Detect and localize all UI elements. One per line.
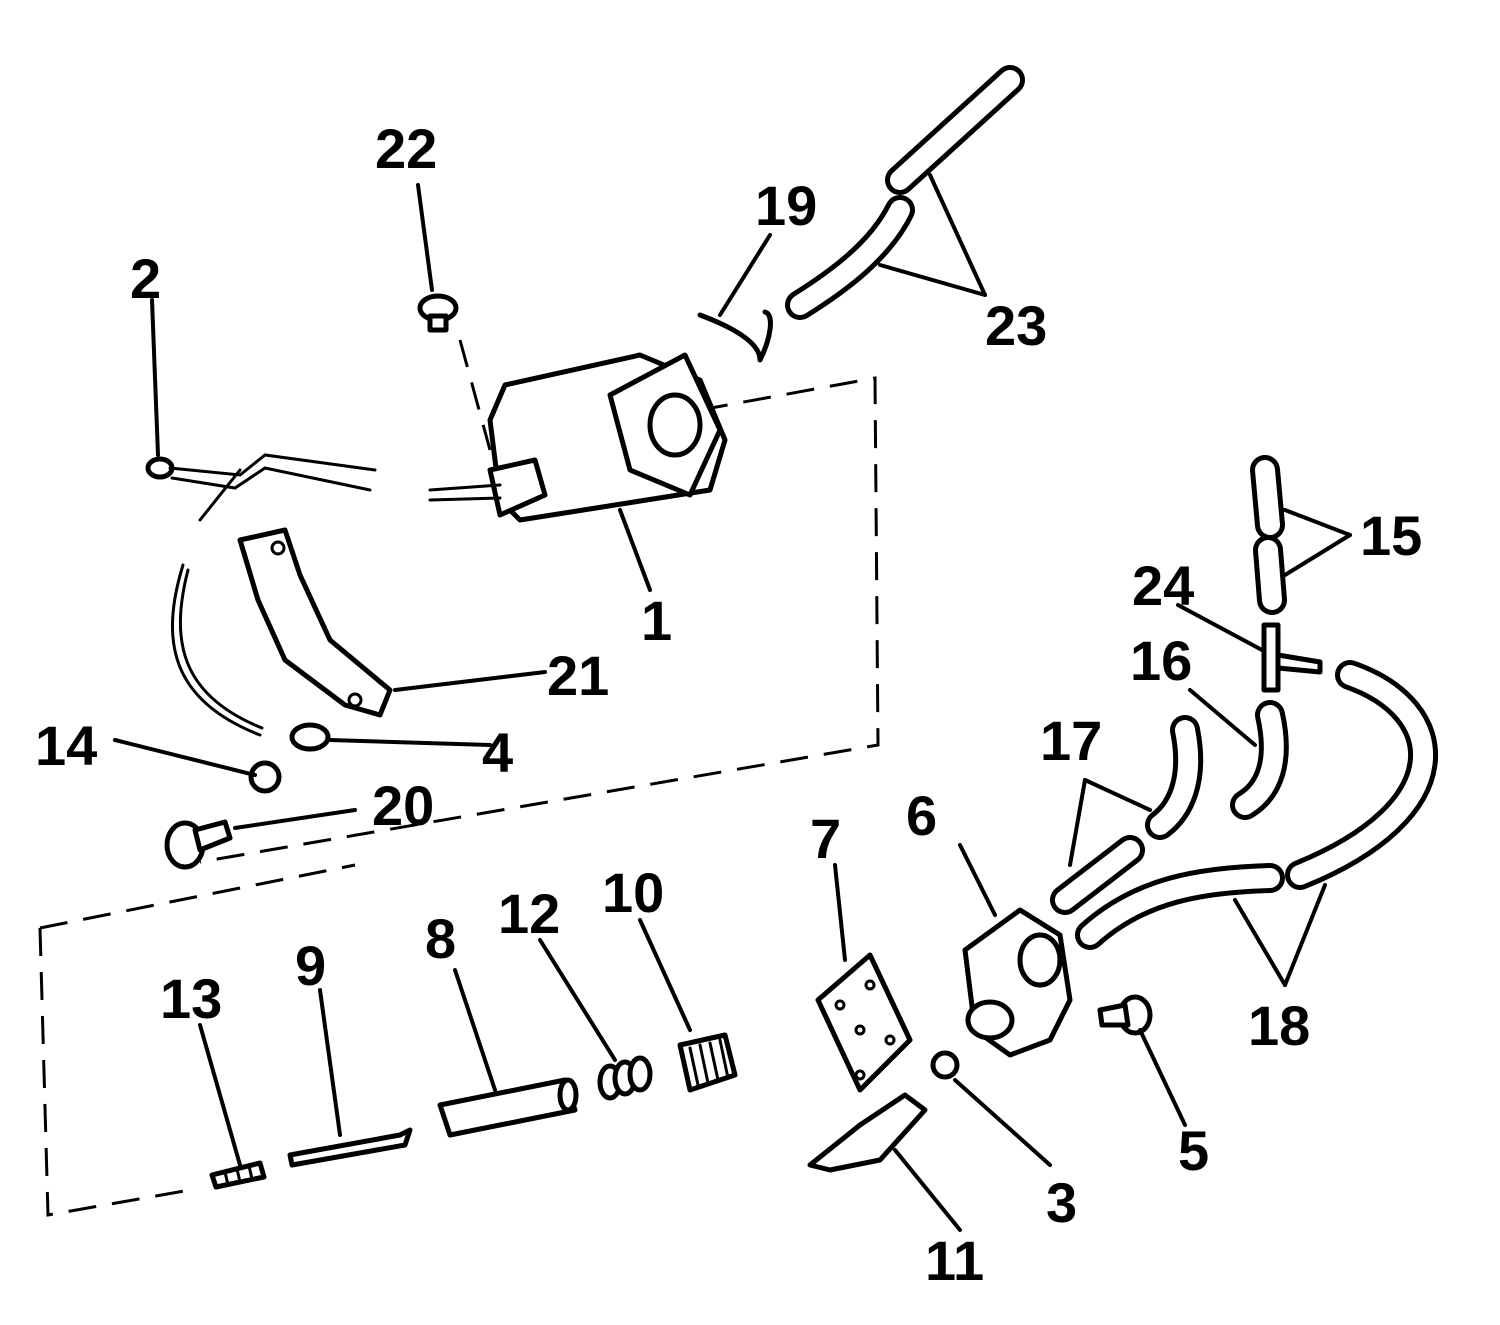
callout-16: 16 bbox=[1130, 629, 1192, 692]
leader-lines bbox=[113, 173, 1352, 1232]
wire-lead-part bbox=[145, 453, 377, 522]
upper-hoses-part bbox=[785, 65, 1025, 320]
spring-12-part bbox=[597, 1055, 653, 1101]
callout-5: 5 bbox=[1178, 1119, 1209, 1182]
plate-part bbox=[815, 952, 913, 1093]
solenoid-part bbox=[428, 352, 728, 523]
pin-part bbox=[287, 1127, 413, 1168]
hose-elbow-16-part bbox=[1230, 700, 1289, 820]
screw-20-part bbox=[164, 819, 233, 870]
callout-17: 17 bbox=[1040, 709, 1102, 772]
callout-22: 22 bbox=[375, 117, 437, 180]
ground-wire-part bbox=[171, 563, 331, 752]
long-hose-part bbox=[1285, 660, 1439, 890]
clip-part bbox=[697, 309, 773, 363]
screw-22-part bbox=[417, 293, 459, 333]
screw-5-part bbox=[1097, 994, 1153, 1036]
valve-part bbox=[807, 1092, 928, 1173]
fuel-pump-part bbox=[962, 907, 1073, 1058]
callout-15: 15 bbox=[1360, 504, 1422, 567]
callout-13: 13 bbox=[160, 967, 222, 1030]
plunger-part bbox=[437, 1077, 579, 1138]
bearing-part bbox=[677, 1032, 738, 1093]
hose-pieces-15-part bbox=[1250, 455, 1287, 615]
spring-13-part bbox=[209, 1160, 267, 1190]
callout-9: 9 bbox=[295, 934, 326, 997]
bracket-part bbox=[237, 527, 393, 718]
callout-6: 6 bbox=[906, 784, 937, 847]
washer-part bbox=[930, 1050, 960, 1080]
callout-21: 21 bbox=[547, 644, 609, 707]
callout-12: 12 bbox=[498, 882, 560, 945]
callout-labels: 1 2 3 4 5 6 7 8 9 10 11 12 13 14 15 16 1… bbox=[35, 117, 1422, 1292]
lock-washer-part bbox=[248, 760, 282, 794]
callout-7: 7 bbox=[810, 807, 841, 870]
callout-18: 18 bbox=[1248, 994, 1310, 1057]
callout-3: 3 bbox=[1046, 1171, 1077, 1234]
callout-19: 19 bbox=[755, 174, 817, 237]
callout-10: 10 bbox=[602, 861, 664, 924]
callout-4: 4 bbox=[482, 721, 513, 784]
callout-23: 23 bbox=[985, 294, 1047, 357]
dashed-outline bbox=[38, 339, 880, 1217]
hoses-17-part bbox=[1050, 715, 1204, 915]
callout-11: 11 bbox=[925, 1229, 984, 1292]
callout-2: 2 bbox=[130, 247, 161, 310]
callout-24: 24 bbox=[1132, 554, 1194, 617]
hoses-18-part bbox=[1075, 863, 1285, 950]
tee-fitting-part bbox=[1261, 622, 1323, 693]
callout-8: 8 bbox=[425, 907, 456, 970]
callout-20: 20 bbox=[372, 774, 434, 837]
callout-14: 14 bbox=[35, 714, 97, 777]
callout-1: 1 bbox=[641, 589, 672, 652]
